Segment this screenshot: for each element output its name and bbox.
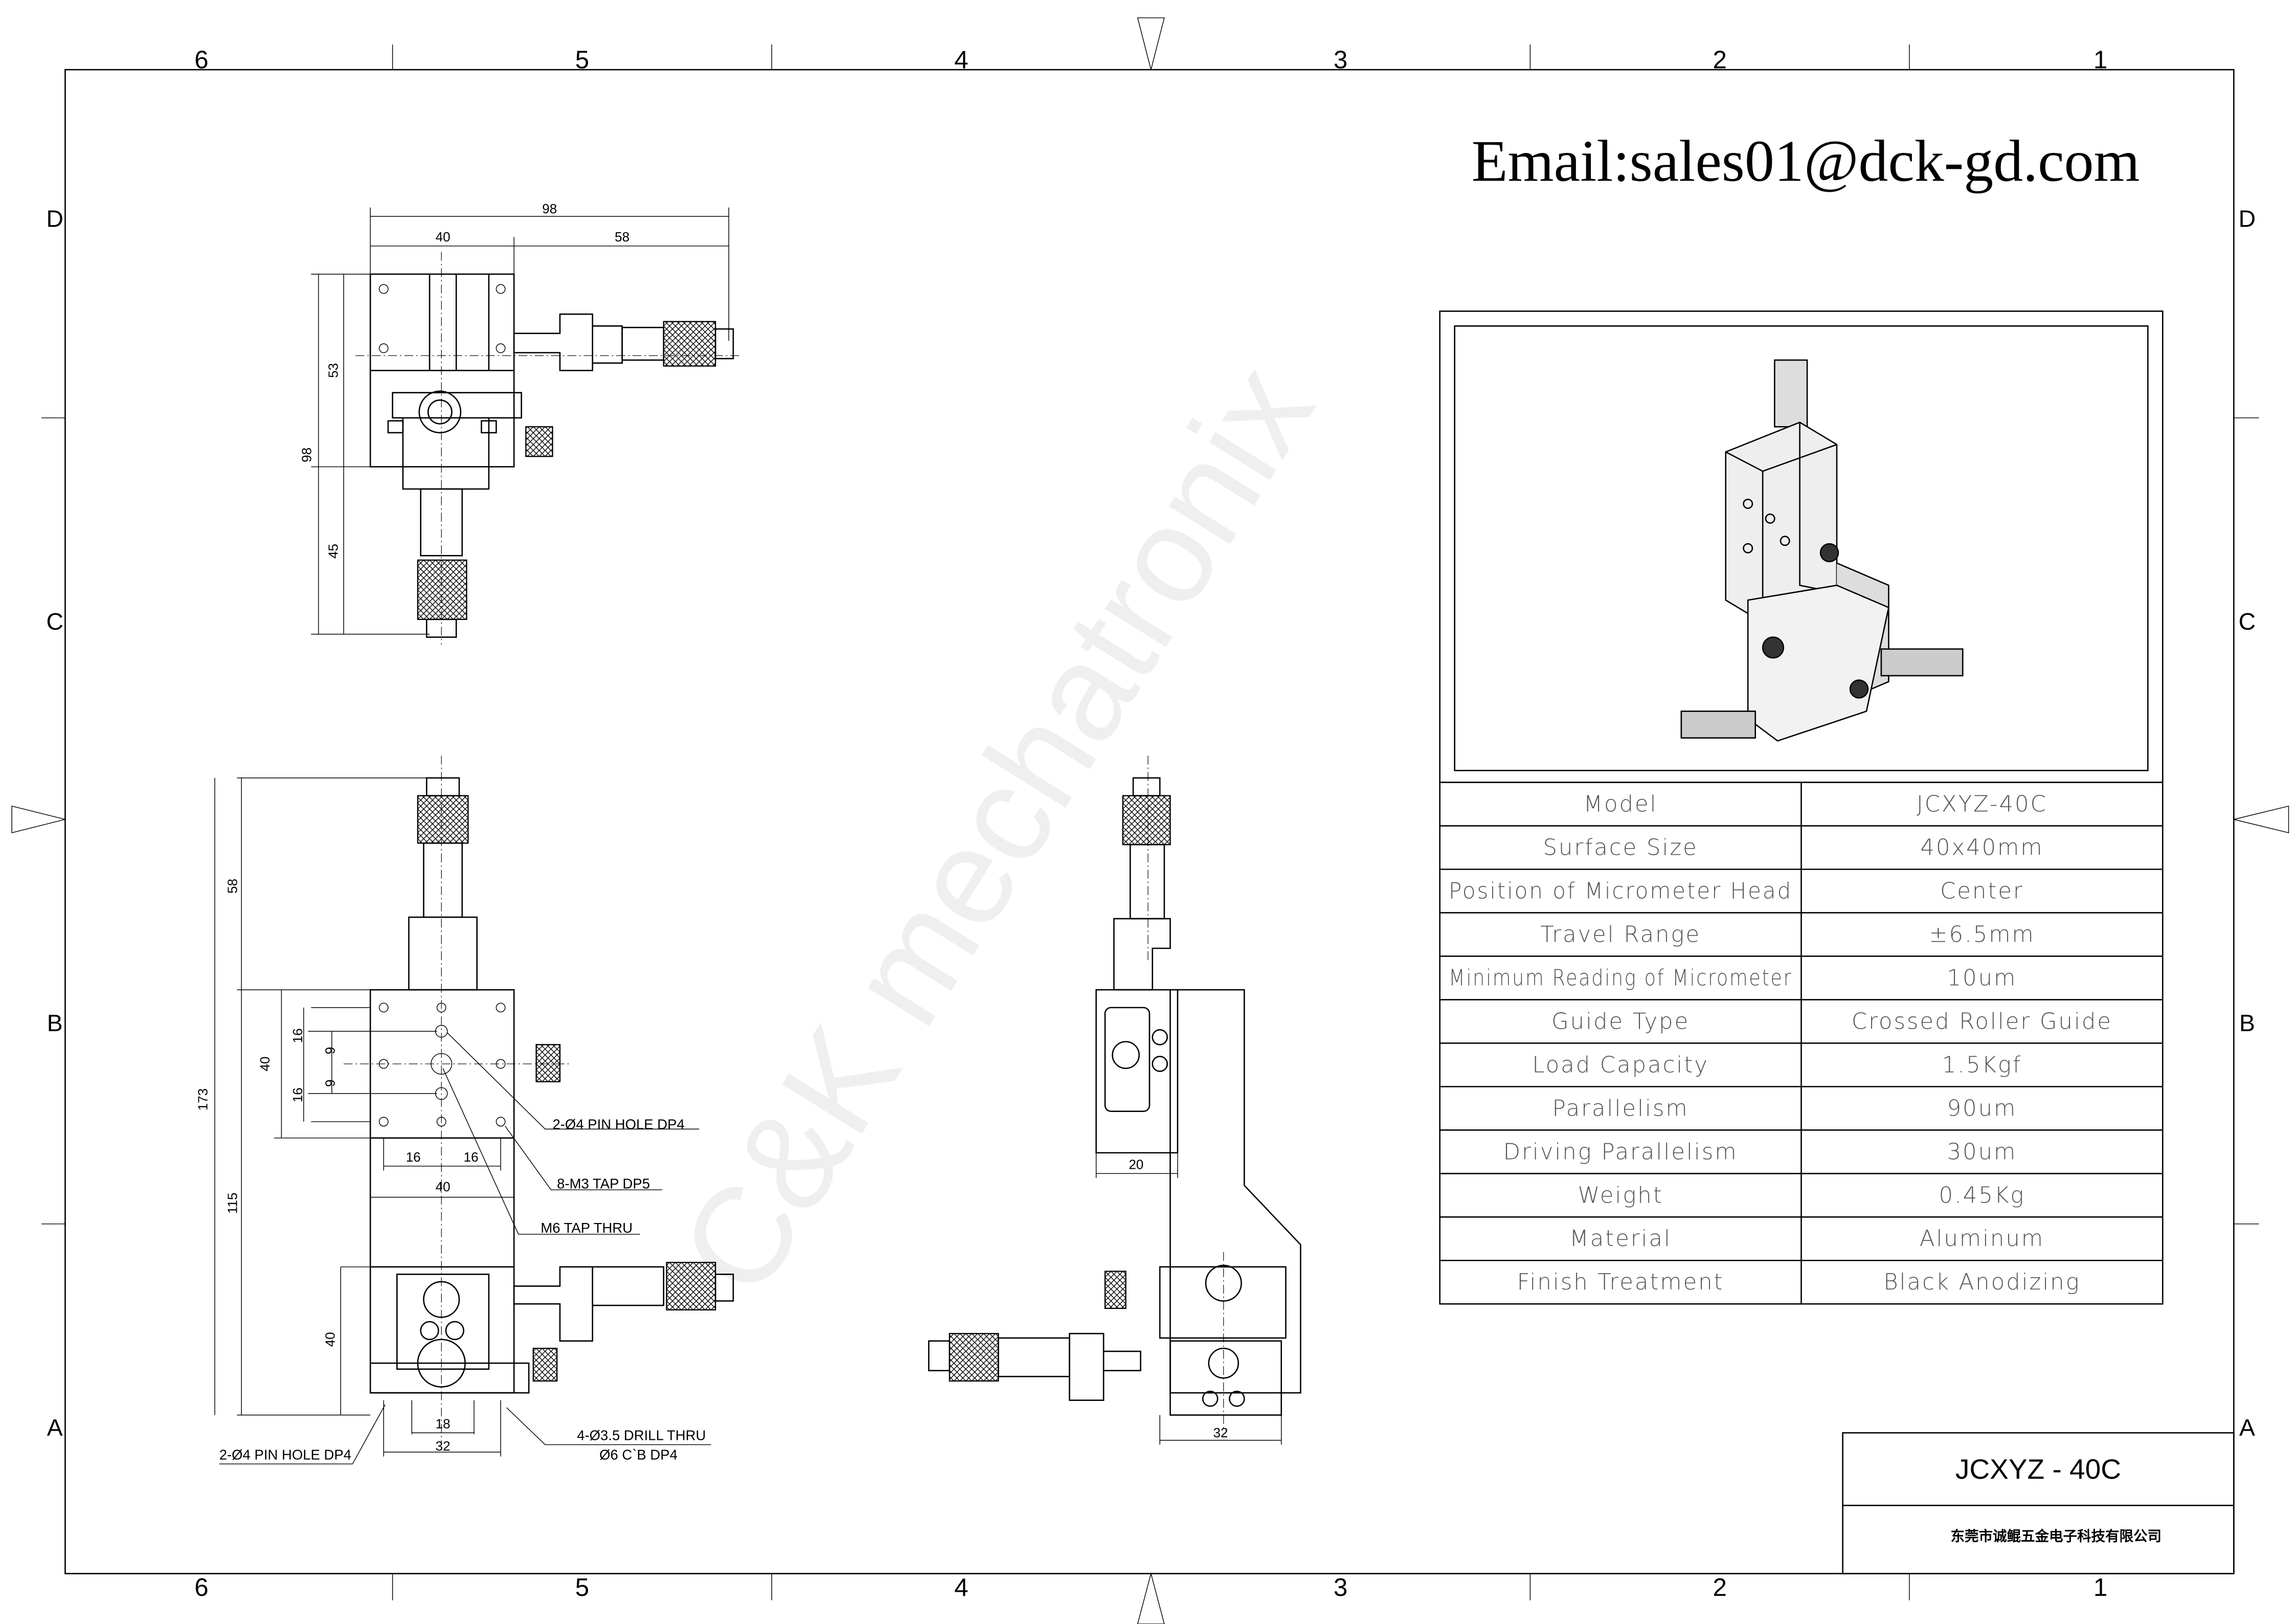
zone-ticks (11, 17, 2289, 1624)
column-marker: 2 (1713, 1573, 1726, 1601)
column-marker: 5 (575, 46, 589, 74)
dim-label: 40 (257, 1056, 273, 1071)
title-block-model: JCXYZ - 40C (1955, 1453, 2121, 1485)
drawing-border (64, 69, 2235, 1574)
column-marker: 5 (575, 1573, 589, 1601)
dim-label: 40 (436, 1179, 451, 1194)
spec-label: Load Capacity (1532, 1052, 1709, 1078)
spec-value: 0.45Kg (1939, 1183, 2025, 1208)
row-marker: A (47, 1414, 63, 1441)
callout-note: 2-Ø4 PIN HOLE DP4 (552, 1116, 684, 1132)
row-marker: B (2239, 1010, 2255, 1036)
dim-label: 16 (290, 1028, 305, 1043)
side-view: 20 32 (928, 755, 1301, 1445)
dim-label: 40 (323, 1332, 338, 1347)
dim-label: 9 (323, 1079, 338, 1087)
spec-value: Aluminum (1920, 1226, 2044, 1252)
column-marker: 1 (2094, 1573, 2107, 1601)
spec-value: Black Anodizing (1883, 1270, 2080, 1295)
spec-label: Driving Parallelism (1503, 1139, 1738, 1165)
column-marker: 3 (1334, 1573, 1347, 1601)
spec-label: Finish Treatment (1517, 1270, 1724, 1295)
top-view: 98 40 58 53 98 45 (299, 201, 741, 645)
product-image-panel (1439, 310, 2164, 783)
title-block-company: 东莞市诚鲲五金电子科技有限公司 (1950, 1528, 2161, 1544)
dim-label: 53 (325, 363, 341, 378)
column-marker: 6 (194, 1573, 208, 1601)
spec-value: Crossed Roller Guide (1852, 1009, 2112, 1034)
dim-label: 20 (1129, 1157, 1143, 1172)
dim-label: 16 (464, 1149, 479, 1165)
spec-label: Weight (1578, 1183, 1663, 1208)
email-header: Email:sales01@dck-gd.com (1472, 128, 2140, 194)
dim-label: 16 (406, 1149, 421, 1165)
callout-note: 2-Ø4 PIN HOLE DP4 (219, 1447, 351, 1462)
dim-label: 18 (436, 1416, 451, 1432)
spec-value: Center (1940, 878, 2024, 904)
row-marker: D (2239, 205, 2256, 232)
spec-value: 40x40mm (1920, 835, 2043, 861)
row-marker: B (47, 1010, 63, 1036)
spec-table: Model JCXYZ-40C Surface Size 40x40mmPositio… (1439, 782, 2164, 1305)
spec-value: 1.5Kgf (1942, 1052, 2022, 1078)
column-marker: 4 (954, 46, 968, 74)
dim-label: 58 (615, 229, 629, 244)
front-view: 58 173 115 40 16 9 9 16 16 16 40 40 18 3… (195, 755, 734, 1464)
dim-label: 40 (436, 229, 451, 244)
callout-note: 4-Ø3.5 DRILL THRU (577, 1428, 706, 1443)
row-marker: C (46, 608, 63, 635)
dim-label: 16 (290, 1087, 305, 1102)
dim-label: 115 (224, 1192, 240, 1214)
column-marker: 4 (954, 1573, 968, 1601)
spec-label: Material (1569, 1226, 1672, 1252)
dim-label: 32 (1213, 1425, 1228, 1440)
column-marker: 3 (1334, 46, 1347, 74)
spec-label: Position of Micrometer Head (1449, 878, 1792, 904)
spec-label: Model (1584, 792, 1658, 817)
dim-label: 58 (224, 879, 240, 894)
column-marker: 1 (2094, 46, 2107, 74)
spec-label: Parallelism (1552, 1096, 1689, 1121)
row-markers: D C B A D C B A (46, 205, 2256, 1441)
dim-label: 98 (299, 448, 314, 462)
spec-value: ±6.5mm (1929, 922, 2035, 947)
row-marker: C (2239, 608, 2256, 635)
dim-label: 32 (436, 1438, 451, 1454)
spec-label: Guide Type (1551, 1009, 1690, 1034)
spec-label: Minimum Reading of Micrometer (1449, 965, 1792, 991)
callout-note: Ø6 C`B DP4 (599, 1447, 678, 1462)
spec-value: 30um (1947, 1139, 2017, 1165)
spec-value: JCXYZ-40C (1917, 792, 2047, 817)
spec-label: Surface Size (1543, 835, 1698, 861)
spec-label: Travel Range (1540, 922, 1701, 947)
callout-note: 8-M3 TAP DP5 (557, 1175, 650, 1191)
column-marker: 6 (194, 46, 208, 74)
row-marker: A (2239, 1414, 2255, 1441)
callout-note: M6 TAP THRU (541, 1220, 633, 1236)
row-marker: D (46, 205, 63, 232)
spec-value: 90um (1947, 1096, 2017, 1121)
spec-value: 10um (1947, 965, 2017, 991)
product-isometric-image (1680, 359, 1964, 742)
dim-label: 173 (195, 1088, 211, 1110)
column-markers: 6 5 4 3 2 1 6 5 4 3 2 1 (194, 46, 2107, 1601)
dim-label: 45 (325, 544, 341, 559)
dim-label: 9 (323, 1047, 338, 1055)
watermark: C&K mechatronix (651, 340, 1342, 1320)
dim-label: 98 (542, 201, 557, 216)
column-marker: 2 (1713, 46, 1726, 74)
title-block: JCXYZ - 40C 东莞市诚鲲五金电子科技有限公司 (1842, 1432, 2235, 1574)
